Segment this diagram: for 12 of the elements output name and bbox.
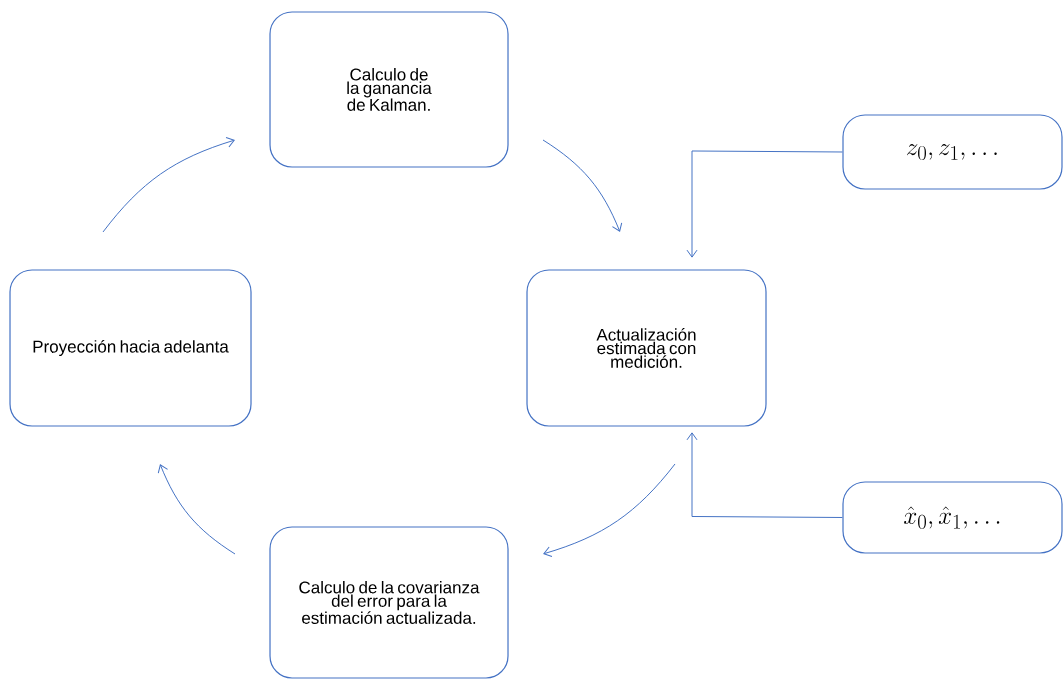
arrow: [157, 464, 236, 555]
arrow: [543, 463, 676, 558]
formula-box: $\hat{x}_0, \hat{x}_1, \ldots$: [842, 481, 1063, 554]
process-box: Calculo de la ganancia de Kalman.: [269, 11, 509, 168]
process-box: Actualización estimada con medición.: [526, 269, 767, 427]
formula-box: $z_0, z_1, \ldots$: [842, 114, 1063, 190]
process-box: Proyección hacia adelanta: [9, 269, 252, 427]
arrow: [542, 139, 623, 232]
process-box: Calculo de la covarianza del error para la estimación actualizada.: [269, 526, 509, 679]
arrow: [102, 137, 235, 233]
arrow: [686, 432, 843, 518]
arrow: [686, 150, 843, 258]
